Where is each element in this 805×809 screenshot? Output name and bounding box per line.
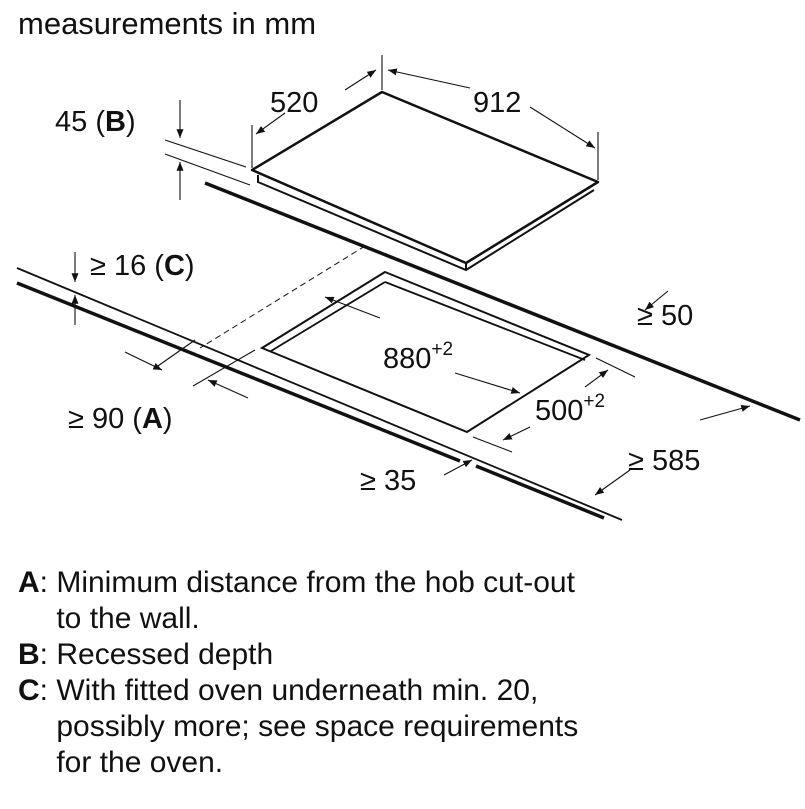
cutout-width-label: 880+2 xyxy=(383,339,453,375)
legend-item-a: A: Minimum distance from the hob cut-out… xyxy=(18,566,575,635)
hob-width-label: 912 xyxy=(473,87,521,119)
hob xyxy=(250,90,600,272)
worktop-front-edge xyxy=(16,267,623,521)
wall-distance-label: ≥ 90 (A) xyxy=(68,403,173,435)
back-clearance-label: ≥ 50 xyxy=(637,300,693,332)
dimension-lines xyxy=(71,55,751,496)
clearance-c-label: ≥ 16 (C) xyxy=(90,250,195,282)
legend-key: A xyxy=(18,566,40,599)
legend-key: C xyxy=(18,674,40,707)
hob-depth-label: 520 xyxy=(270,87,318,119)
legend-text: With fitted oven underneath min. 20, pos… xyxy=(56,674,579,779)
front-clearance-label: ≥ 35 xyxy=(360,465,416,497)
legend-text: Minimum distance from the hob cut-out to… xyxy=(56,566,575,635)
legend-item-c: C: With fitted oven underneath min. 20, … xyxy=(18,674,579,779)
worktop-back-edge xyxy=(204,181,801,422)
legend-text: Recessed depth xyxy=(56,638,274,671)
legend: A: Minimum distance from the hob cut-out… xyxy=(18,565,578,781)
cutout xyxy=(259,270,592,434)
installation-diagram: 45 (B) 520 912 ≥ 16 (C) ≥ 50 880+2 500+2… xyxy=(16,55,801,521)
legend-key: B xyxy=(18,638,40,671)
legend-item-b: B: Recessed depth xyxy=(18,638,274,671)
wall-reference-line xyxy=(199,245,366,349)
worktop-depth-label: ≥ 585 xyxy=(628,445,700,477)
cutout-depth-label: 500+2 xyxy=(535,391,605,427)
recessed-depth-label: 45 (B) xyxy=(55,106,136,138)
diagram-title: measurements in mm xyxy=(18,6,317,41)
